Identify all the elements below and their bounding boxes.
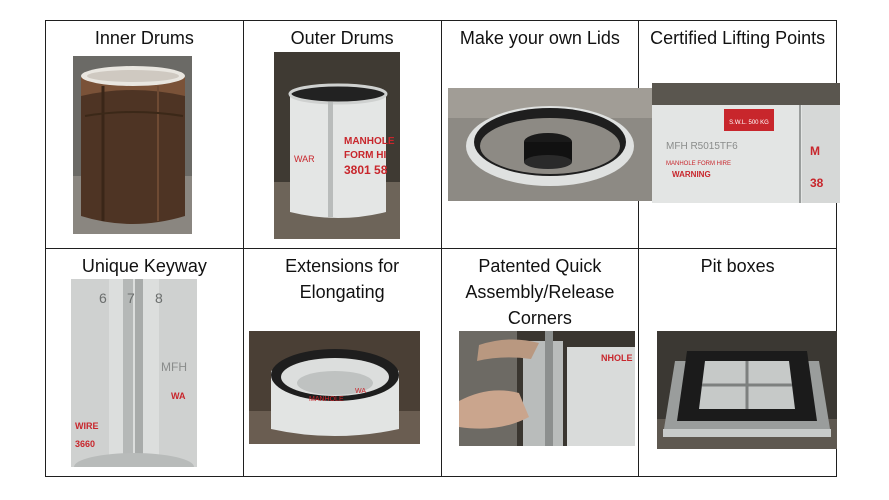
- cell-inner-drums: Inner Drums: [45, 20, 244, 249]
- cell-pit-boxes: Pit boxes: [638, 248, 838, 477]
- svg-text:M: M: [810, 144, 820, 158]
- cell-lifting-points: Certified Lifting Points S.W.L. 500 KG M…: [638, 20, 841, 249]
- photo-extensions: MANHOLE WA: [248, 331, 420, 444]
- svg-text:FORM HI: FORM HI: [344, 150, 386, 161]
- svg-text:3660: 3660: [75, 439, 95, 449]
- cell-corners: Patented Quick Assembly/Release Corners …: [440, 248, 640, 477]
- svg-text:6: 6: [99, 290, 107, 306]
- photo-corners: NHOLE: [458, 331, 635, 446]
- caption-extensions: Extensions for Elongating: [285, 256, 400, 302]
- caption-inner-drums: Inner Drums: [94, 28, 194, 48]
- svg-text:MFH R5015TF6: MFH R5015TF6: [666, 141, 738, 152]
- svg-text:WA: WA: [355, 388, 366, 395]
- svg-text:WARNING: WARNING: [672, 170, 711, 179]
- svg-text:NHOLE: NHOLE: [601, 353, 633, 363]
- caption-lifting-points: Certified Lifting Points: [650, 28, 826, 48]
- photo-outer-drums: MANHOLE FORM HI 3801 58 WAR: [273, 52, 400, 239]
- photo-pit-boxes: [657, 331, 838, 449]
- svg-text:3801 58: 3801 58: [344, 163, 388, 177]
- svg-text:S.W.L. 500 KG: S.W.L. 500 KG: [729, 120, 769, 126]
- svg-text:MFH: MFH: [161, 360, 187, 374]
- svg-text:MANHOLE: MANHOLE: [344, 136, 395, 147]
- product-grid: Inner Drums Outer Drums: [45, 20, 841, 477]
- svg-text:WAR: WAR: [294, 154, 315, 164]
- cell-outer-drums: Outer Drums MANHOLE FORM HI 3801 58 WAR: [242, 20, 442, 249]
- svg-text:MANHOLE FORM HIRE: MANHOLE FORM HIRE: [666, 161, 731, 167]
- photo-lifting-points: S.W.L. 500 KG MFH R5015TF6 MANHOLE FORM …: [652, 83, 841, 203]
- photo-lids: [447, 88, 652, 201]
- cell-lids: Make your own Lids: [440, 20, 652, 249]
- caption-outer-drums: Outer Drums: [290, 28, 394, 48]
- cell-keyway: Unique Keyway 6 7 8 MFH WIRE 3660 WA: [45, 248, 244, 477]
- caption-keyway: Unique Keyway: [81, 256, 207, 276]
- svg-text:7: 7: [127, 290, 135, 306]
- svg-text:WIRE: WIRE: [75, 421, 99, 431]
- svg-text:MANHOLE: MANHOLE: [309, 396, 344, 403]
- cell-extensions: Extensions for Elongating MANHOLE WA: [242, 248, 442, 477]
- svg-text:8: 8: [155, 290, 163, 306]
- svg-text:38: 38: [810, 176, 824, 190]
- caption-corners: Patented Quick Assembly/Release Corners: [465, 256, 615, 328]
- photo-keyway: 6 7 8 MFH WIRE 3660 WA: [71, 279, 197, 467]
- caption-lids: Make your own Lids: [459, 28, 620, 48]
- svg-text:WA: WA: [171, 391, 186, 401]
- caption-pit-boxes: Pit boxes: [700, 256, 775, 276]
- photo-inner-drums: [73, 56, 192, 234]
